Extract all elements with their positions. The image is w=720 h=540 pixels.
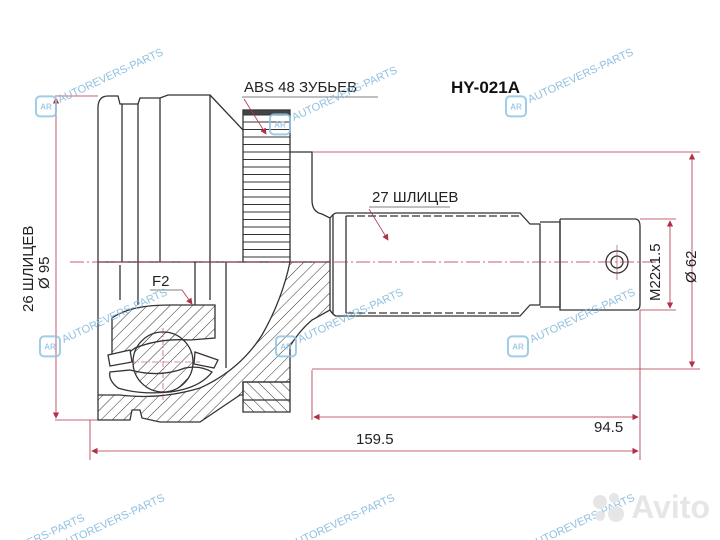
abs-ring	[242, 109, 291, 263]
outer-diameter-dimension: Ø 95	[36, 256, 53, 289]
outer-splines-label: 27 ШЛИЦЕВ	[372, 189, 459, 206]
neck	[290, 151, 331, 262]
total-length-value: 159.5	[356, 431, 394, 448]
avito-dots-icon	[593, 492, 627, 523]
ar-logo-icon: AR	[38, 335, 61, 358]
stub-length-dimension: 94.5	[594, 420, 623, 435]
thread-dimension: M22x1.5	[647, 243, 664, 301]
dimension-lines	[52, 95, 700, 460]
total-length-dimension: 159.5	[356, 432, 394, 447]
ar-logo-icon: AR	[34, 95, 57, 118]
avito-wordmark: Avito	[631, 489, 710, 525]
stub-length-value: 94.5	[594, 419, 624, 436]
abs-teeth-label: ABS 48 ЗУБЬЕВ	[244, 79, 358, 96]
ar-logo-icon: AR	[268, 113, 291, 136]
avito-logo: Avito	[593, 489, 710, 526]
ar-logo-icon: AR	[274, 335, 297, 358]
abs-ring-diameter-dimension: Ø 62	[683, 250, 700, 283]
housing-exterior	[97, 94, 244, 263]
inner-splines-label: 26 ШЛИЦЕВ	[20, 225, 37, 312]
housing-section	[97, 261, 331, 423]
ar-logo-icon: AR	[504, 95, 527, 118]
part-number: HY-021A	[451, 78, 520, 97]
ar-logo-icon: AR	[506, 335, 529, 358]
detail-f2-label: F2	[152, 273, 170, 290]
